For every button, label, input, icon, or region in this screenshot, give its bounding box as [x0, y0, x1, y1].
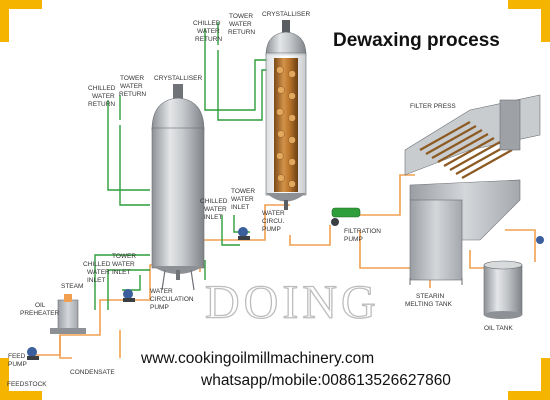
label-water-circulation-pump-3: PUMP	[150, 304, 169, 311]
label-tower-return-top-1: TOWER	[229, 13, 253, 20]
equipment-labels: CRYSTALLISER CHILLED WATER RETURN TOWER …	[7, 11, 513, 388]
oil-preheater	[50, 294, 86, 334]
label-oil-tank: OIL TANK	[484, 325, 513, 332]
label-feedstock: FEEDSTOCK	[7, 381, 47, 388]
label-oil-preheater-2: PREHEATER	[20, 310, 60, 317]
label-steam: STEAM	[61, 283, 83, 290]
label-chilled-return-top-2: WATER	[197, 28, 220, 35]
label-water-circu-pump-2: CIRCU.	[262, 218, 285, 225]
label-tower-inlet-mid-1: TOWER	[231, 188, 255, 195]
label-tower-inlet-mid-3: INLET	[231, 204, 249, 211]
label-tower-inlet-left-3: INLET	[112, 269, 130, 276]
label-chilled-inlet-left-1: CHILLED	[83, 261, 111, 268]
label-chilled-inlet-mid-1: CHILLED	[200, 198, 228, 205]
label-tower-inlet-mid-2: WATER	[231, 196, 254, 203]
filter-press	[404, 94, 541, 285]
label-stearin-melting-tank-2: MELTING TANK	[405, 301, 453, 308]
label-oil-preheater-1: OIL	[35, 302, 46, 309]
label-water-circulation-pump-1: WATER	[150, 288, 173, 295]
label-feed-pump-2: PUMP	[8, 361, 27, 368]
diagram-title: Dewaxing process	[333, 30, 500, 51]
watermark-text: DOING	[205, 276, 380, 329]
label-stearin-melting-tank-1: STEARIN	[416, 293, 444, 300]
contact-whatsapp: whatsapp/mobile:008613526627860	[200, 372, 451, 389]
contact-website: www.cookingoilmillmachinery.com	[140, 350, 374, 367]
label-tower-return-left-2: WATER	[120, 83, 143, 90]
label-chilled-return-top-1: CHILLED	[193, 20, 221, 27]
label-chilled-return-left-2: WATER	[92, 93, 115, 100]
label-tower-return-top-3: RETURN	[228, 29, 255, 36]
label-crystalliser-left: CRYSTALLISER	[154, 75, 202, 82]
label-tower-return-left-1: TOWER	[120, 75, 144, 82]
label-crystalliser-top: CRYSTALLISER	[262, 11, 310, 18]
label-feed-pump-1: FEED	[8, 353, 26, 360]
label-chilled-inlet-left-3: INLET	[87, 277, 105, 284]
label-tower-return-left-3: RETURN	[119, 91, 146, 98]
label-chilled-inlet-left-2: WATER	[87, 269, 110, 276]
label-chilled-inlet-mid-3: INLET	[204, 214, 222, 221]
crystalliser-left	[151, 84, 205, 291]
label-tower-inlet-left-1: TOWER	[112, 253, 136, 260]
label-water-circu-pump-3: PUMP	[262, 226, 281, 233]
pump-icon	[27, 207, 544, 360]
label-condensate: CONDENSATE	[70, 369, 115, 376]
label-tower-inlet-left-2: WATER	[112, 261, 135, 268]
crystalliser-right	[265, 20, 307, 210]
label-tower-return-top-2: WATER	[229, 21, 252, 28]
label-filtration-pump-1: FILTRATION	[344, 228, 381, 235]
oil-tank	[483, 260, 523, 319]
label-chilled-return-top-3: RETURN	[195, 36, 222, 43]
label-chilled-return-left-3: RETURN	[88, 101, 115, 108]
label-water-circu-pump-1: WATER	[262, 210, 285, 217]
label-water-circulation-pump-2: CIRCULATION	[150, 296, 194, 303]
label-filtration-pump-2: PUMP	[344, 236, 363, 243]
label-chilled-return-left-1: CHILLED	[88, 85, 116, 92]
label-filter-press: FILTER PRESS	[410, 103, 456, 110]
label-chilled-inlet-mid-2: WATER	[204, 206, 227, 213]
